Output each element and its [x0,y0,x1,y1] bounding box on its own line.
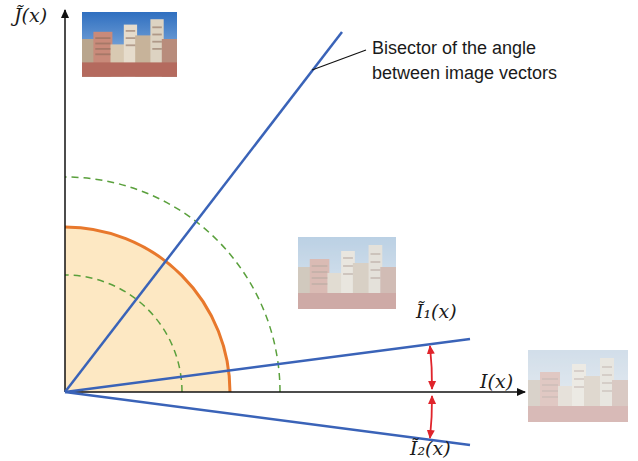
vector-label: Ĩ₂(x) [410,437,451,459]
axis-label: J̃(x) [14,4,47,26]
axis-label: I(x) [480,370,513,392]
vector-label: Ĩ₁(x) [416,300,457,322]
callout-note: Bisector of the angle between image vect… [372,36,597,86]
